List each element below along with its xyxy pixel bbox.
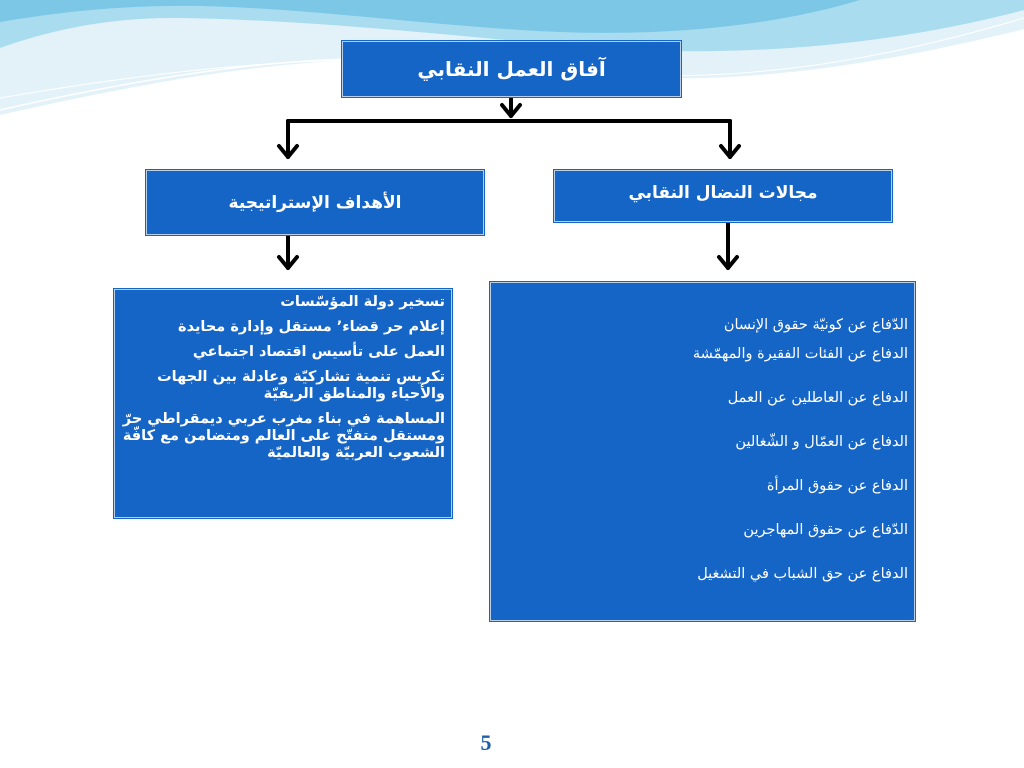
list-item: الدّفاع عن حقوق المهاجرين xyxy=(743,522,908,538)
list-item: تسخير دولة المؤسّسات xyxy=(280,294,445,310)
strategic-goals-list-box: تسخير دولة المؤسّسات إعلام حر قضاء’ مستق… xyxy=(114,289,452,518)
arrowhead-right-heading xyxy=(719,144,741,159)
struggle-fields-list-box: الدّفاع عن كونيّة حقوق الإنسان الدفاع عن… xyxy=(490,282,915,621)
struggle-fields-heading-box: مجالات النضال النقابي xyxy=(554,170,892,222)
list-item: العمل على تأسيس اقتصاد اجتماعي xyxy=(192,344,445,360)
struggle-fields-list: الدّفاع عن كونيّة حقوق الإنسان الدفاع عن… xyxy=(497,315,908,608)
title-text: آفاق العمل النقابي xyxy=(417,57,606,81)
list-item: المساهمة في بناء مغرب عربي ديمقراطي حرّ … xyxy=(122,411,445,461)
arrowhead-right-list xyxy=(717,255,739,270)
struggle-fields-heading-text: مجالات النضال النقابي xyxy=(628,183,818,203)
wave-front xyxy=(0,0,860,33)
list-item: الدفاع عن العاطلين عن العمل xyxy=(727,390,908,406)
list-item: الدفاع عن حقوق المرأة xyxy=(766,478,908,494)
arrowhead-left-heading xyxy=(277,144,299,159)
list-item: إعلام حر قضاء’ مستقل وإدارة محايدة xyxy=(178,319,445,335)
list-item: الدفاع عن الفئات الفقيرة والمهمّشة xyxy=(692,346,908,362)
list-item: تكريس تنمية تشاركيّة وعادلة بين الجهات و… xyxy=(157,369,445,402)
strategic-goals-heading-text: الأهداف الإستراتيجية xyxy=(228,192,402,213)
strategic-goals-heading-box: الأهداف الإستراتيجية xyxy=(146,170,484,235)
strategic-goals-list: تسخير دولة المؤسّسات إعلام حر قضاء’ مستق… xyxy=(121,294,445,462)
title-box: آفاق العمل النقابي xyxy=(342,41,681,97)
list-item: الدّفاع عن كونيّة حقوق الإنسان xyxy=(723,317,908,333)
list-item: الدفاع عن العمّال و الشّغالين xyxy=(735,434,908,450)
list-item: الدفاع عن حق الشباب في التشغيل xyxy=(697,566,908,582)
arrowhead-left-list xyxy=(277,255,299,270)
page-number: 5 xyxy=(480,730,492,755)
